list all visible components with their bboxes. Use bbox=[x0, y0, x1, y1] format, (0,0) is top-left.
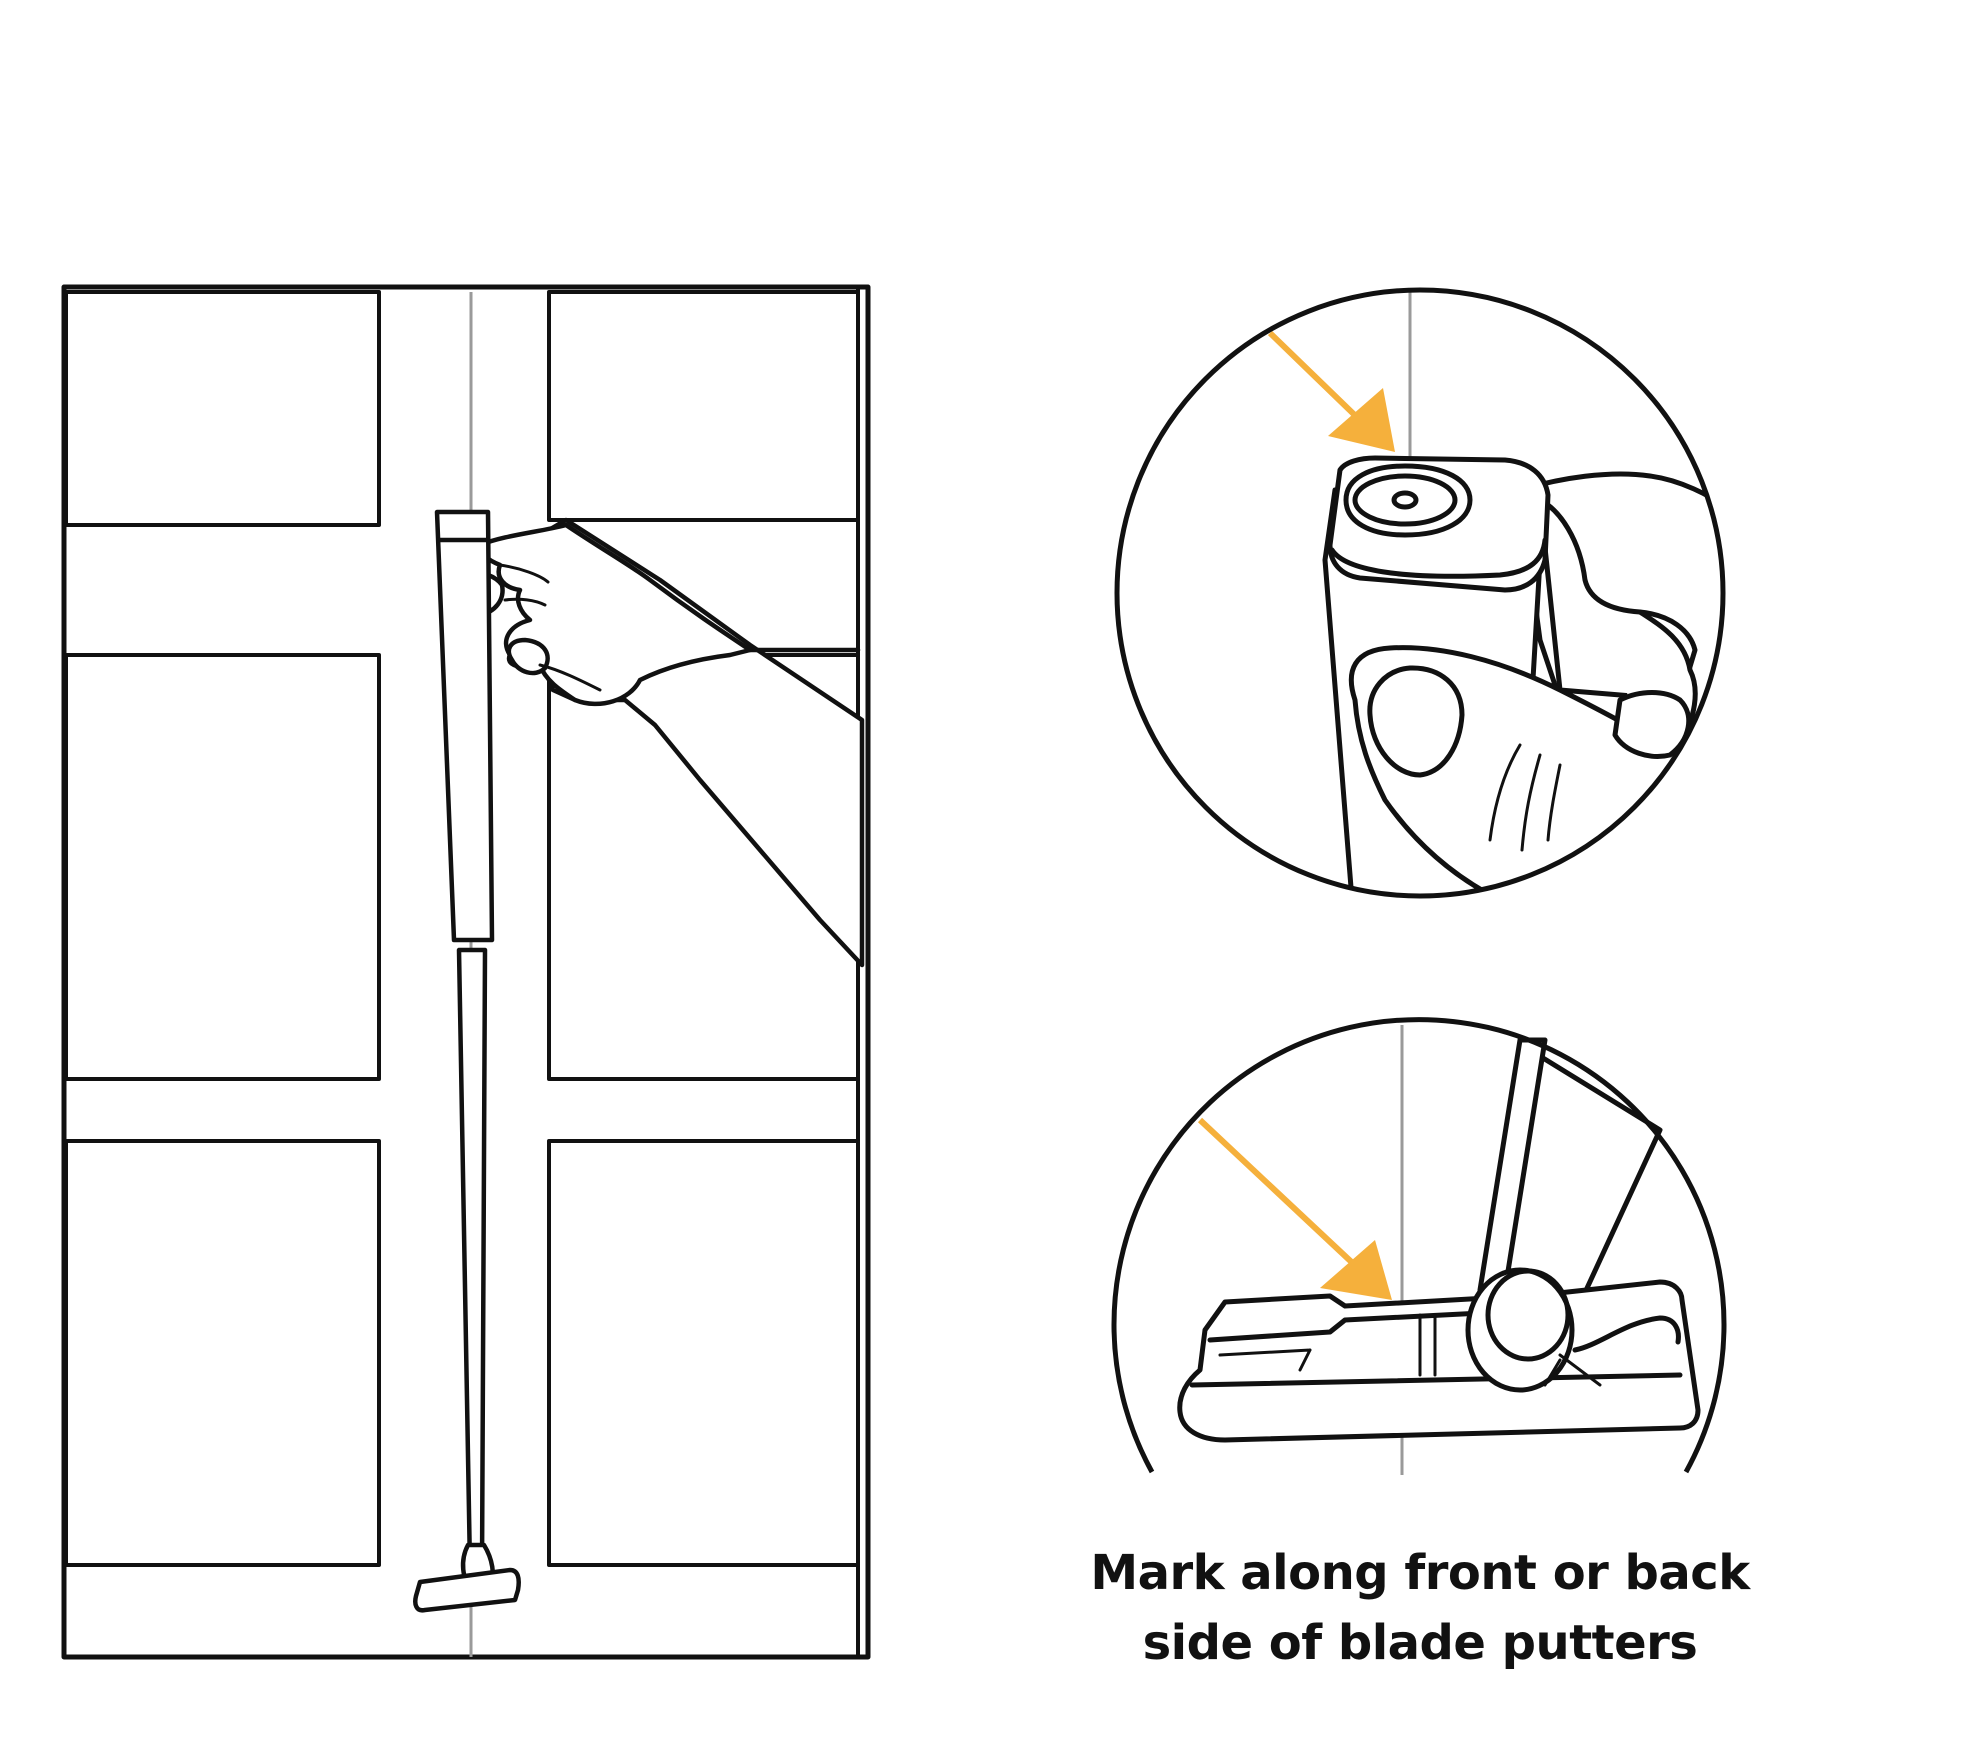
blade-cavity-line bbox=[1218, 1313, 1437, 1377]
blade-toe-detail bbox=[1543, 1353, 1602, 1387]
finger-tip bbox=[506, 637, 550, 676]
thumb-crease bbox=[1546, 763, 1562, 842]
blade-closeup-border bbox=[1111, 1017, 1727, 1474]
putter-grip bbox=[434, 509, 495, 943]
door-panel bbox=[64, 653, 381, 1081]
arrow-to-grip-end bbox=[1267, 330, 1395, 452]
door-panel bbox=[547, 1139, 860, 1567]
arm-and-hand bbox=[445, 517, 865, 968]
thumb-crease bbox=[1488, 743, 1522, 842]
finger-crease bbox=[503, 597, 547, 607]
door-panel bbox=[64, 290, 381, 527]
blade-sole bbox=[1189, 1372, 1683, 1388]
putter-head bbox=[413, 1567, 521, 1613]
blade-head bbox=[1177, 1279, 1701, 1443]
thumb-nail bbox=[1367, 665, 1465, 778]
grip-cap-hole bbox=[1391, 490, 1419, 510]
grip-cap-ring bbox=[1352, 473, 1458, 527]
blade-closeup-circle bbox=[1111, 1017, 1727, 1475]
door-panel bbox=[64, 1139, 381, 1567]
door-illustration bbox=[61, 284, 871, 1660]
grip-closeup-border bbox=[1114, 287, 1726, 899]
caption-line-2: side of blade putters bbox=[1142, 1615, 1698, 1671]
grip-cap-side bbox=[1329, 537, 1548, 579]
putter-shaft bbox=[456, 947, 488, 1571]
grip-closeup-circle bbox=[1114, 287, 1726, 899]
finger-tip-lower bbox=[1612, 690, 1692, 759]
finger-crease bbox=[538, 663, 602, 692]
thumb-crease bbox=[1520, 753, 1542, 852]
caption: Mark along front or back side of blade p… bbox=[1030, 1538, 1810, 1678]
finger-crease bbox=[498, 563, 550, 584]
door-panel bbox=[547, 290, 860, 522]
putter bbox=[413, 509, 521, 1613]
caption-line-1: Mark along front or back bbox=[1090, 1545, 1750, 1601]
arrow-to-blade-top bbox=[1197, 1117, 1392, 1300]
blade-top-edge bbox=[1207, 1307, 1543, 1343]
hosel-neck bbox=[1572, 1315, 1681, 1353]
hosel-ring bbox=[1485, 1268, 1571, 1362]
hosel-joint bbox=[1465, 1267, 1575, 1393]
